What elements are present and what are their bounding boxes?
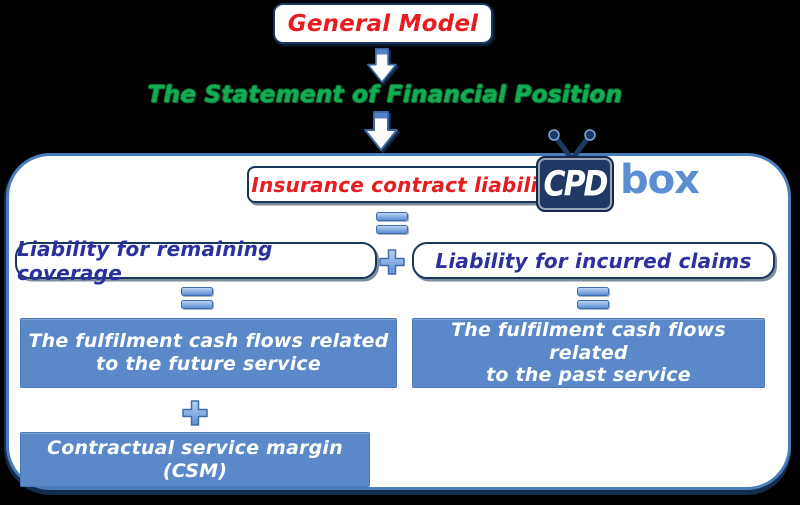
plus-glyph (182, 400, 208, 426)
fcf-past-box: The fulfilment cash flows related to the… (412, 318, 765, 388)
incurred-claims-label: Liability for incurred claims (435, 248, 752, 273)
fcf-past-line2: to the past service (486, 364, 691, 387)
general-model-box: General Model (273, 3, 493, 44)
equals-bar (577, 300, 609, 309)
fcf-future-box: The fulfilment cash flows related to the… (20, 318, 397, 388)
remaining-coverage-label: Liability for remaining coverage (17, 236, 273, 285)
csm-box: Contractual service margin (CSM) (20, 432, 370, 487)
insurance-liability-box: Insurance contract liability (247, 166, 565, 203)
remaining-coverage-box: Liability for remaining coverage (15, 237, 377, 285)
statement-heading: The Statement of Financial Position (147, 82, 623, 108)
equals-bar (181, 287, 213, 296)
fcf-future-line2: to the future service (96, 353, 321, 375)
insurance-liability-label: Insurance contract liability (251, 172, 561, 197)
fcf-future-line1: The fulfilment cash flows related (28, 330, 389, 353)
incurred-claims-box: Liability for incurred claims (412, 242, 775, 279)
logo-box-label: box (620, 157, 700, 203)
plus-icon (378, 248, 406, 276)
equals-icon (181, 287, 213, 309)
tv-icon: CPD (536, 156, 614, 212)
down-arrow-glyph (367, 47, 397, 84)
equals-bar (376, 225, 408, 234)
general-model-label: General Model (287, 10, 479, 37)
down-arrow-glyph (364, 111, 398, 151)
plus-icon (181, 399, 209, 427)
logo-cpd-label: CPD (543, 163, 609, 205)
equals-bar (376, 212, 408, 221)
down-arrow-icon (362, 110, 400, 156)
antenna-glyph (548, 129, 596, 160)
csm-label: Contractual service margin (CSM) (47, 436, 343, 482)
plus-glyph (379, 249, 405, 275)
equals-bar (181, 300, 213, 309)
antenna-icon (541, 128, 603, 164)
fcf-past-line1: The fulfilment cash flows related (451, 318, 726, 364)
equals-icon (577, 287, 609, 309)
down-arrow-icon (363, 47, 401, 88)
equals-icon (376, 212, 408, 234)
equals-bar (577, 287, 609, 296)
